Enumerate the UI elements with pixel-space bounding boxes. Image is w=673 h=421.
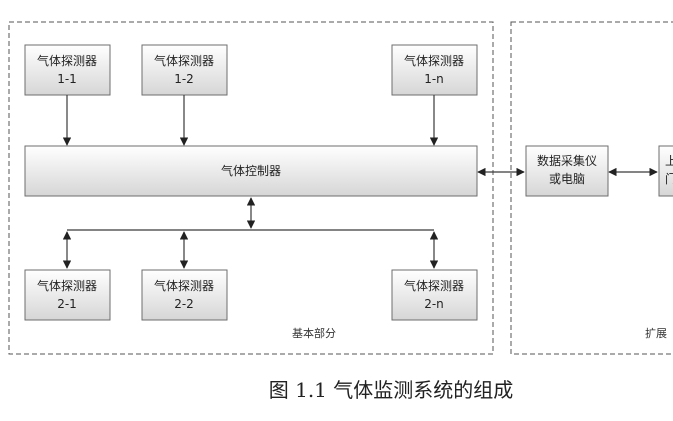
svg-text:气体探测器: 气体探测器 xyxy=(37,53,97,68)
data-collector-box: 数据采集仪 或电脑 xyxy=(525,145,609,197)
svg-text:或电脑: 或电脑 xyxy=(549,172,585,186)
top-detector-1-1: 气体探测器 1-1 xyxy=(24,44,111,96)
svg-text:2-n: 2-n xyxy=(424,297,444,311)
bottom-detector-2-2: 气体探测器 2-2 xyxy=(141,269,228,321)
figure-caption: 图 1.1 气体监测系统的组成 xyxy=(269,378,514,402)
svg-text:门: 门 xyxy=(665,171,673,186)
svg-text:2-1: 2-1 xyxy=(57,297,77,311)
svg-text:气体控制器: 气体控制器 xyxy=(221,163,281,178)
gas-controller-box: 气体控制器 xyxy=(24,145,478,197)
svg-text:气体探测器: 气体探测器 xyxy=(404,278,464,293)
top-detector-1-2: 气体探测器 1-2 xyxy=(141,44,228,96)
top-detector-1-n: 气体探测器 1-n xyxy=(391,44,478,96)
svg-text:上: 上 xyxy=(665,154,673,168)
svg-text:数据采集仪: 数据采集仪 xyxy=(537,153,597,168)
svg-text:气体探测器: 气体探测器 xyxy=(154,278,214,293)
basic-section-label: 基本部分 xyxy=(292,326,336,340)
upper-platform-box-partial: 上 门 xyxy=(658,145,673,197)
basic-section-frame xyxy=(8,21,494,355)
svg-text:1-2: 1-2 xyxy=(174,72,194,86)
svg-text:气体探测器: 气体探测器 xyxy=(37,278,97,293)
svg-text:气体探测器: 气体探测器 xyxy=(404,53,464,68)
extension-section-frame xyxy=(510,21,673,355)
svg-text:气体探测器: 气体探测器 xyxy=(154,53,214,68)
extension-section-label: 扩展 xyxy=(645,326,667,340)
svg-text:1-1: 1-1 xyxy=(57,72,77,86)
bottom-detector-2-1: 气体探测器 2-1 xyxy=(24,269,111,321)
svg-text:2-2: 2-2 xyxy=(174,297,194,311)
bottom-detector-2-n: 气体探测器 2-n xyxy=(391,269,478,321)
svg-text:1-n: 1-n xyxy=(424,72,444,86)
